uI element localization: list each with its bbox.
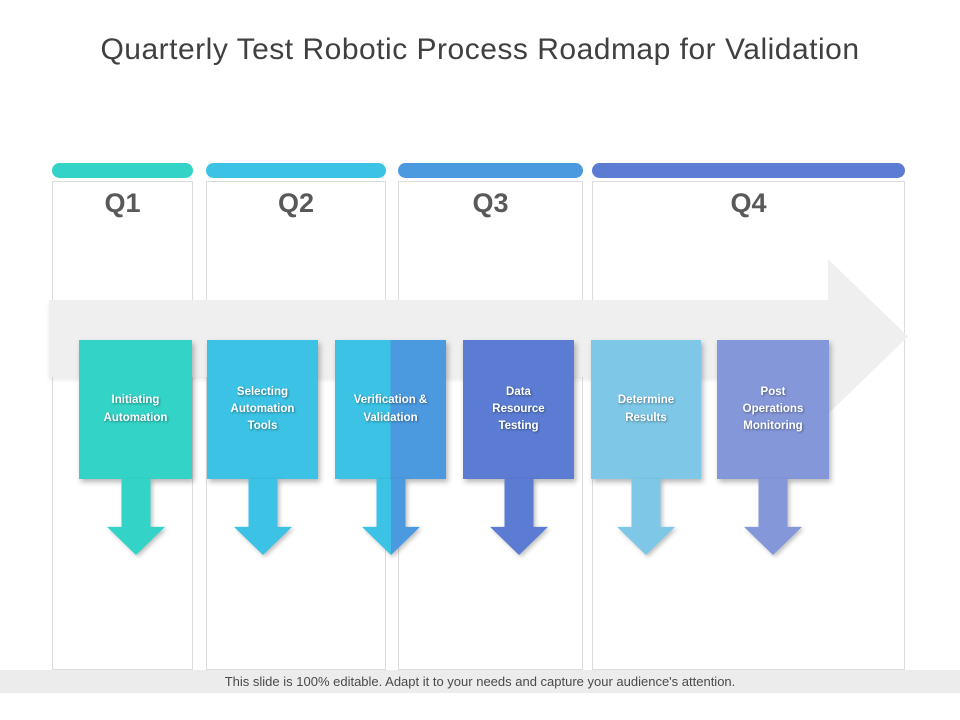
quarter-bar-q4 [592,163,905,178]
step-box-determine-results: Determine Results [591,340,701,479]
step-label: Initiating Automation [103,394,168,424]
quarter-bar-q1 [52,163,193,178]
step-label: Post Operations Monitoring [742,385,804,433]
down-arrow-shape [617,479,675,555]
step-box-post-operations-monitoring: Post Operations Monitoring [717,340,829,479]
footer-note: This slide is 100% editable. Adapt it to… [224,674,736,689]
down-arrow-icon [234,479,292,555]
down-arrow-icon [490,479,548,555]
step-box-verification-validation: Verification & Validation [335,340,446,479]
down-arrow-icon [362,479,420,555]
down-arrow-shape [744,479,802,555]
down-arrow-shape [490,479,548,555]
down-arrow-shape [362,479,420,555]
quarter-label-q1: Q1 [104,188,141,218]
down-arrow-icon [744,479,802,555]
quarter-label-q4: Q4 [730,188,767,218]
footer-strip [0,670,960,693]
step-box-initiating-automation: Initiating Automation [79,340,192,479]
down-arrow-icon [617,479,675,555]
down-arrow-shape [234,479,292,555]
step-box-selecting-automation-tools: Selecting Automation Tools [207,340,318,479]
step-box-data-resource-testing: Data Resource Testing [463,340,574,479]
step-label: Data Resource Testing [492,385,545,433]
down-arrow-shape [107,479,165,555]
quarter-bar-q2 [206,163,386,178]
quarter-label-q3: Q3 [472,188,509,218]
down-arrow-icon [107,479,165,555]
step-label: Verification & Validation [353,394,428,424]
step-label: Selecting Automation Tools [230,385,295,433]
quarter-label-q2: Q2 [277,188,315,218]
step-label: Determine Results [617,394,675,424]
quarter-bar-q3 [398,163,583,178]
page-title: Quarterly Test Robotic Process Roadmap f… [100,33,860,66]
